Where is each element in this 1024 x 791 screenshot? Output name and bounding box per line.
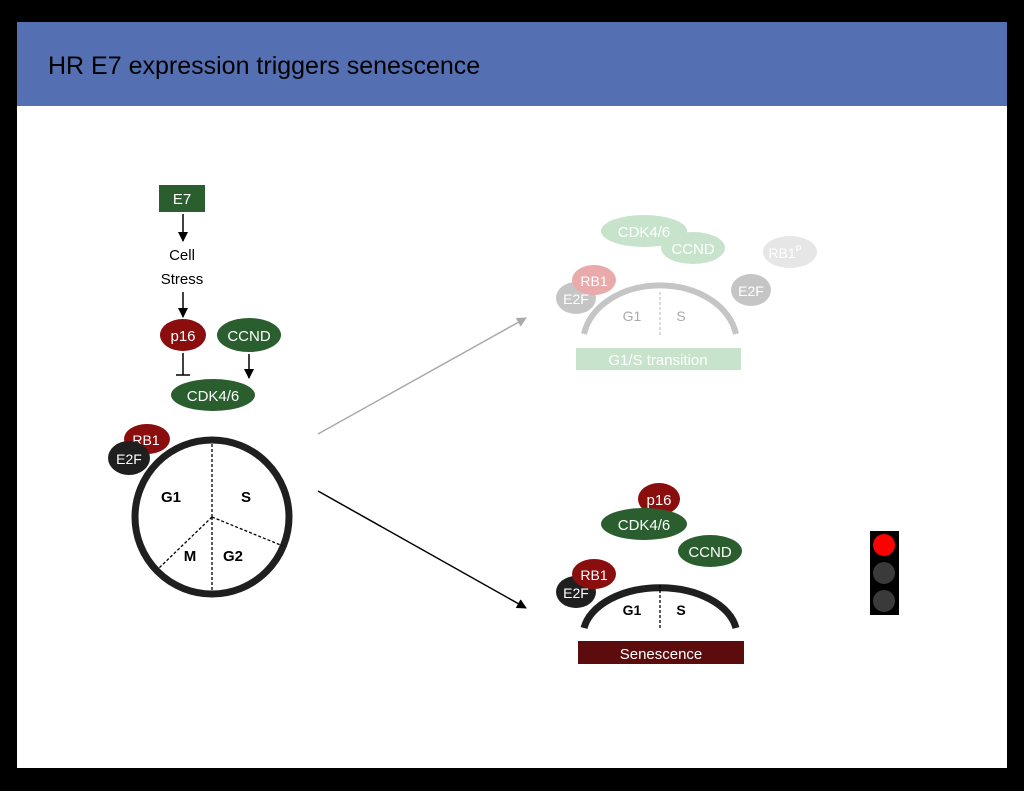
e2f-label: E2F	[116, 451, 142, 467]
transition-ccnd-label: CCND	[671, 241, 714, 258]
rb1p-text: RB1	[768, 245, 795, 261]
transition-g1: G1	[623, 308, 642, 324]
senescence-s: S	[676, 602, 685, 618]
traffic-light-red	[873, 534, 895, 556]
ccnd-node	[217, 318, 281, 352]
transition-e2f-right-node	[731, 274, 771, 306]
transition-cdk46-label: CDK4/6	[618, 224, 671, 241]
transition-s: S	[676, 308, 685, 324]
transition-rb1-node	[572, 265, 616, 295]
senescence-ccnd-label: CCND	[688, 544, 731, 561]
senescence-p16-label: p16	[646, 492, 671, 509]
senescence-bar	[578, 641, 744, 664]
transition-panel: CDK4/6 CCND RB1P E2F G1 S E2F RB1 G1/S t…	[556, 215, 817, 370]
transition-bar	[576, 348, 741, 370]
cell-cycle-ring	[131, 436, 293, 598]
senescence-e2f-label: E2F	[563, 585, 589, 601]
senescence-ccnd-node	[678, 535, 742, 567]
transition-e2f-left-label: E2F	[563, 291, 589, 307]
transition-rb1-label: RB1	[580, 273, 607, 289]
traffic-light-green	[873, 590, 895, 612]
p16-label: p16	[170, 328, 195, 345]
slide-title: HR E7 expression triggers senescence	[48, 52, 481, 80]
senescence-rb1-node	[572, 559, 616, 589]
senescence-g1: G1	[623, 602, 642, 618]
cell-cycle: G1 S M G2 RB1 E2F	[108, 424, 293, 598]
pathway: E7 Cell Stress p16 CCND CDK4/6	[159, 185, 281, 411]
transition-cdk46-node	[601, 215, 687, 247]
arrow-to-senescence	[317, 490, 527, 609]
cdk46-node	[171, 379, 255, 411]
phase-m: M	[184, 548, 197, 565]
senescence-rb1-label: RB1	[580, 567, 607, 583]
divider-s-g2	[211, 516, 284, 547]
e7-box	[159, 185, 205, 212]
traffic-light	[870, 531, 899, 615]
senescence-panel: p16 CDK4/6 CCND G1 S E2F RB1 Senescence	[556, 483, 744, 664]
rb1p-label: RB1P	[768, 244, 801, 261]
phase-s: S	[241, 489, 251, 506]
divider-g1-m	[157, 516, 213, 570]
transition-ccnd-node	[661, 232, 725, 264]
senescence-cdk46-label: CDK4/6	[618, 517, 671, 534]
cell-stress-line1: Cell	[169, 247, 195, 264]
e7-label: E7	[173, 191, 191, 208]
e2f-node	[108, 441, 150, 475]
transition-bar-label: G1/S transition	[608, 352, 707, 369]
rb1p-superscript: P	[796, 244, 802, 254]
traffic-light-amber	[873, 562, 895, 584]
cdk46-label: CDK4/6	[187, 388, 240, 405]
senescence-cdk46-node	[601, 508, 687, 540]
arrow-to-transition	[317, 317, 527, 435]
transition-arc	[581, 282, 739, 335]
senescence-p16-node	[638, 483, 680, 515]
cell-stress-line2: Stress	[161, 271, 204, 288]
phase-g2: G2	[223, 548, 243, 565]
rb1p-node	[763, 236, 817, 268]
phase-g1: G1	[161, 489, 181, 506]
transition-e2f-right-label: E2F	[738, 283, 764, 299]
senescence-bar-label: Senescence	[620, 646, 703, 663]
p16-node	[160, 319, 206, 351]
title-bar: HR E7 expression triggers senescence	[17, 22, 1007, 106]
ccnd-label: CCND	[227, 328, 270, 345]
